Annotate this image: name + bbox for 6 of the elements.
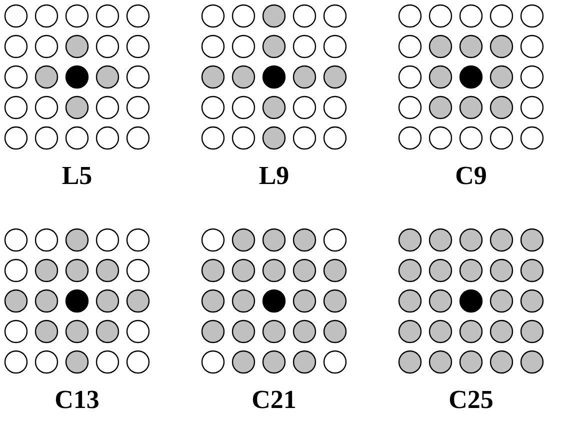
stencil-label: L5 [60, 162, 94, 190]
stencil-label: C25 [448, 386, 494, 414]
stencil-label: L9 [258, 162, 290, 190]
stencil-label: C9 [454, 162, 488, 190]
stencil-label: C21 [250, 386, 298, 414]
stencil-label: C13 [54, 386, 100, 414]
